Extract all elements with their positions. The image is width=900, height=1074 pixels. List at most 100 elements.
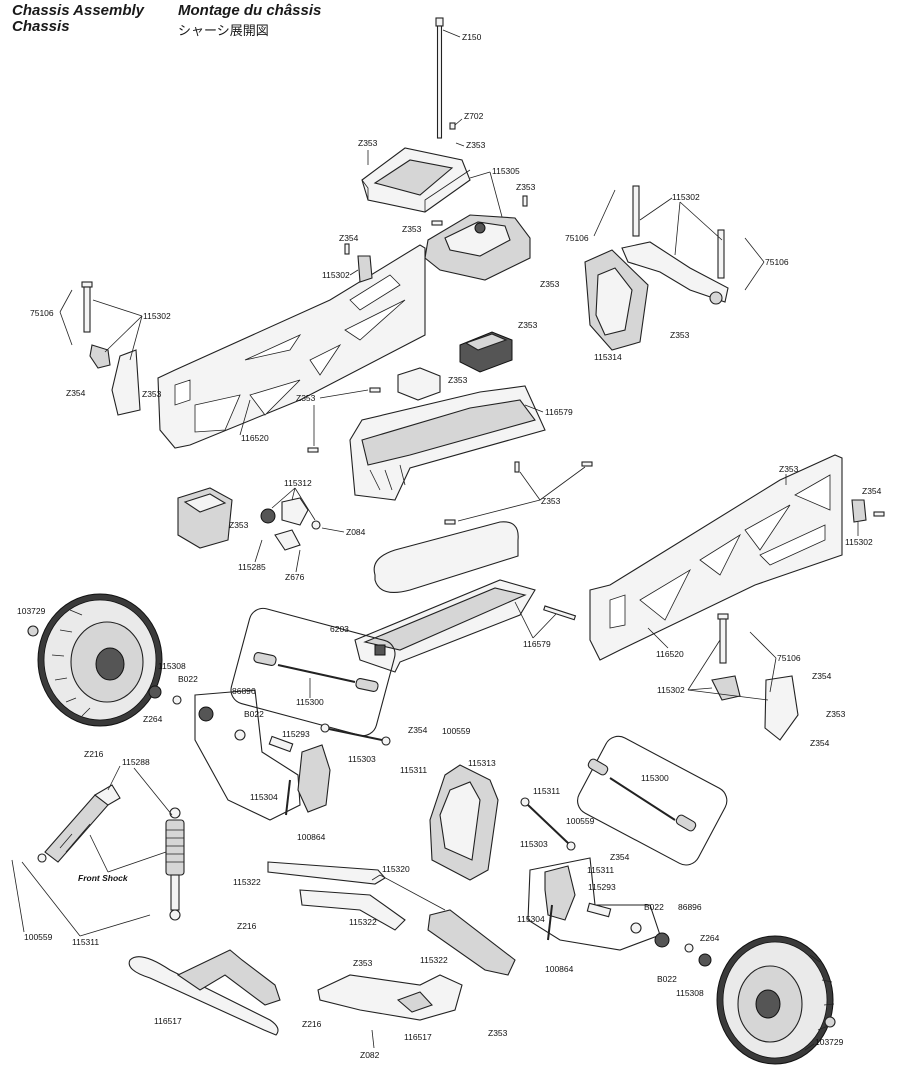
callout-115300-right: 115300	[641, 773, 669, 783]
callout-z353-esc: Z353	[448, 375, 468, 385]
tray-pin	[543, 605, 577, 621]
turnbuckle-group-left	[230, 607, 396, 737]
callout-z264-right: Z264	[700, 933, 720, 943]
turnbuckle-group-right	[577, 735, 728, 866]
front-bumper	[128, 949, 281, 1036]
front-body-mount	[621, 241, 729, 305]
callout-z702: Z702	[464, 111, 484, 121]
turnbuckle-right	[587, 758, 697, 832]
turnbuckle-left	[253, 652, 379, 692]
hex-hub-right	[698, 953, 712, 967]
pivot-pin	[586, 902, 612, 918]
callout-115302-top: 115302	[322, 270, 350, 280]
callout-z354-right: Z354	[862, 486, 882, 496]
callout-116520-left: 116520	[241, 433, 269, 443]
bearing	[684, 943, 694, 953]
callout-z354-left: Z354	[66, 388, 86, 398]
axle-hex-right	[654, 932, 670, 948]
servo-saver	[260, 497, 321, 551]
title-japanese: シャーシ展開図	[178, 24, 269, 39]
callout-z354-top: Z354	[339, 233, 359, 243]
battery-pack	[373, 521, 519, 593]
callout-b022-left2: B022	[244, 709, 264, 719]
front-bulkhead	[584, 249, 649, 351]
callout-115322-mid: 115322	[349, 917, 377, 927]
title-chassis: Chassis	[12, 18, 70, 35]
body-post-mount-right	[851, 499, 867, 523]
steering-servo	[177, 487, 233, 549]
callout-z353-tray: Z353	[541, 496, 561, 506]
callout-z353-fb1: Z353	[540, 279, 560, 289]
callout-115302-left: 115302	[143, 311, 171, 321]
callout-115311-right2: 115311	[587, 865, 614, 875]
callout-100559-left: 100559	[24, 932, 53, 942]
hex-hub	[148, 685, 162, 699]
callout-115314: 115314	[594, 352, 622, 362]
left-body-post	[81, 281, 141, 416]
screw	[307, 447, 319, 453]
callout-115305: 115305	[492, 166, 520, 176]
callout-115293-right: 115293	[588, 882, 616, 892]
callout-75106-left: 75106	[30, 308, 54, 318]
callout-75106-front2: 75106	[765, 257, 789, 267]
callout-z353-box2: Z353	[402, 224, 422, 234]
callout-z353-left: Z353	[142, 389, 162, 399]
screw	[581, 461, 593, 467]
callout-z084: Z084	[346, 527, 366, 537]
callout-z354-mid: Z354	[408, 725, 428, 735]
body-post-mount	[357, 255, 373, 283]
callout-z354-right3: Z354	[810, 738, 830, 748]
screw	[514, 461, 520, 473]
callout-100864-left: 100864	[297, 832, 326, 842]
antenna-cap	[449, 122, 456, 130]
callout-b022-right2: B022	[657, 974, 677, 984]
callout-z353-fb3: Z353	[670, 330, 690, 340]
rear-right-body-post	[711, 613, 799, 741]
callout-75106-front: 75106	[565, 233, 589, 243]
left-front-wheel	[37, 593, 163, 727]
pivot-pin	[268, 735, 294, 753]
callout-103729-right: 103729	[815, 1037, 844, 1047]
callout-86896-left: 86896	[232, 686, 256, 696]
callout-115302-right2: 115302	[657, 685, 685, 695]
callout-75106-right: 75106	[777, 653, 801, 663]
axle-hex	[198, 706, 214, 722]
callout-116517-left: 116517	[154, 1016, 182, 1026]
callout-115311-right1: 115311	[533, 786, 560, 796]
callout-z676: Z676	[285, 572, 305, 582]
screw	[369, 387, 381, 393]
screw	[873, 511, 885, 517]
wheel-nut-left	[27, 625, 39, 637]
callout-z353-fb2: Z353	[518, 320, 538, 330]
upper-suspension-arm	[267, 861, 406, 931]
steering-knuckle-left	[297, 744, 331, 813]
callout-116517-skid: 116517	[404, 1032, 432, 1042]
callout-b022-left: B022	[178, 674, 198, 684]
callout-115302-right: 115302	[845, 537, 873, 547]
callout-116579-upper: 116579	[545, 407, 573, 417]
wheel-nut-right	[824, 1016, 836, 1028]
callout-115311-mid: 115311	[400, 765, 427, 775]
callout-115312: 115312	[284, 478, 312, 488]
callout-z216-skid: Z216	[302, 1019, 322, 1029]
screw	[522, 195, 528, 207]
callout-115322-skid: 115322	[420, 955, 448, 965]
front-bulkhead-lower	[429, 764, 499, 881]
screw	[344, 243, 350, 255]
callout-115288: 115288	[122, 757, 150, 767]
callout-115308-right: 115308	[676, 988, 704, 998]
callout-z216-bottom: Z216	[237, 921, 257, 931]
callout-z354-right2: Z354	[812, 671, 832, 681]
callout-115322-left: 115322	[233, 877, 261, 887]
front-body-posts	[632, 185, 725, 279]
callout-z353-mid: Z353	[296, 393, 316, 403]
receiver-box	[424, 214, 531, 281]
callout-103729-left: 103729	[17, 606, 46, 616]
callout-6203: 6203	[330, 624, 349, 634]
callout-100559-right: 100559	[566, 816, 595, 826]
bearing	[630, 922, 642, 934]
receiver-box-lid	[361, 147, 471, 213]
front-shock-right	[165, 807, 185, 921]
bearing	[234, 729, 246, 741]
